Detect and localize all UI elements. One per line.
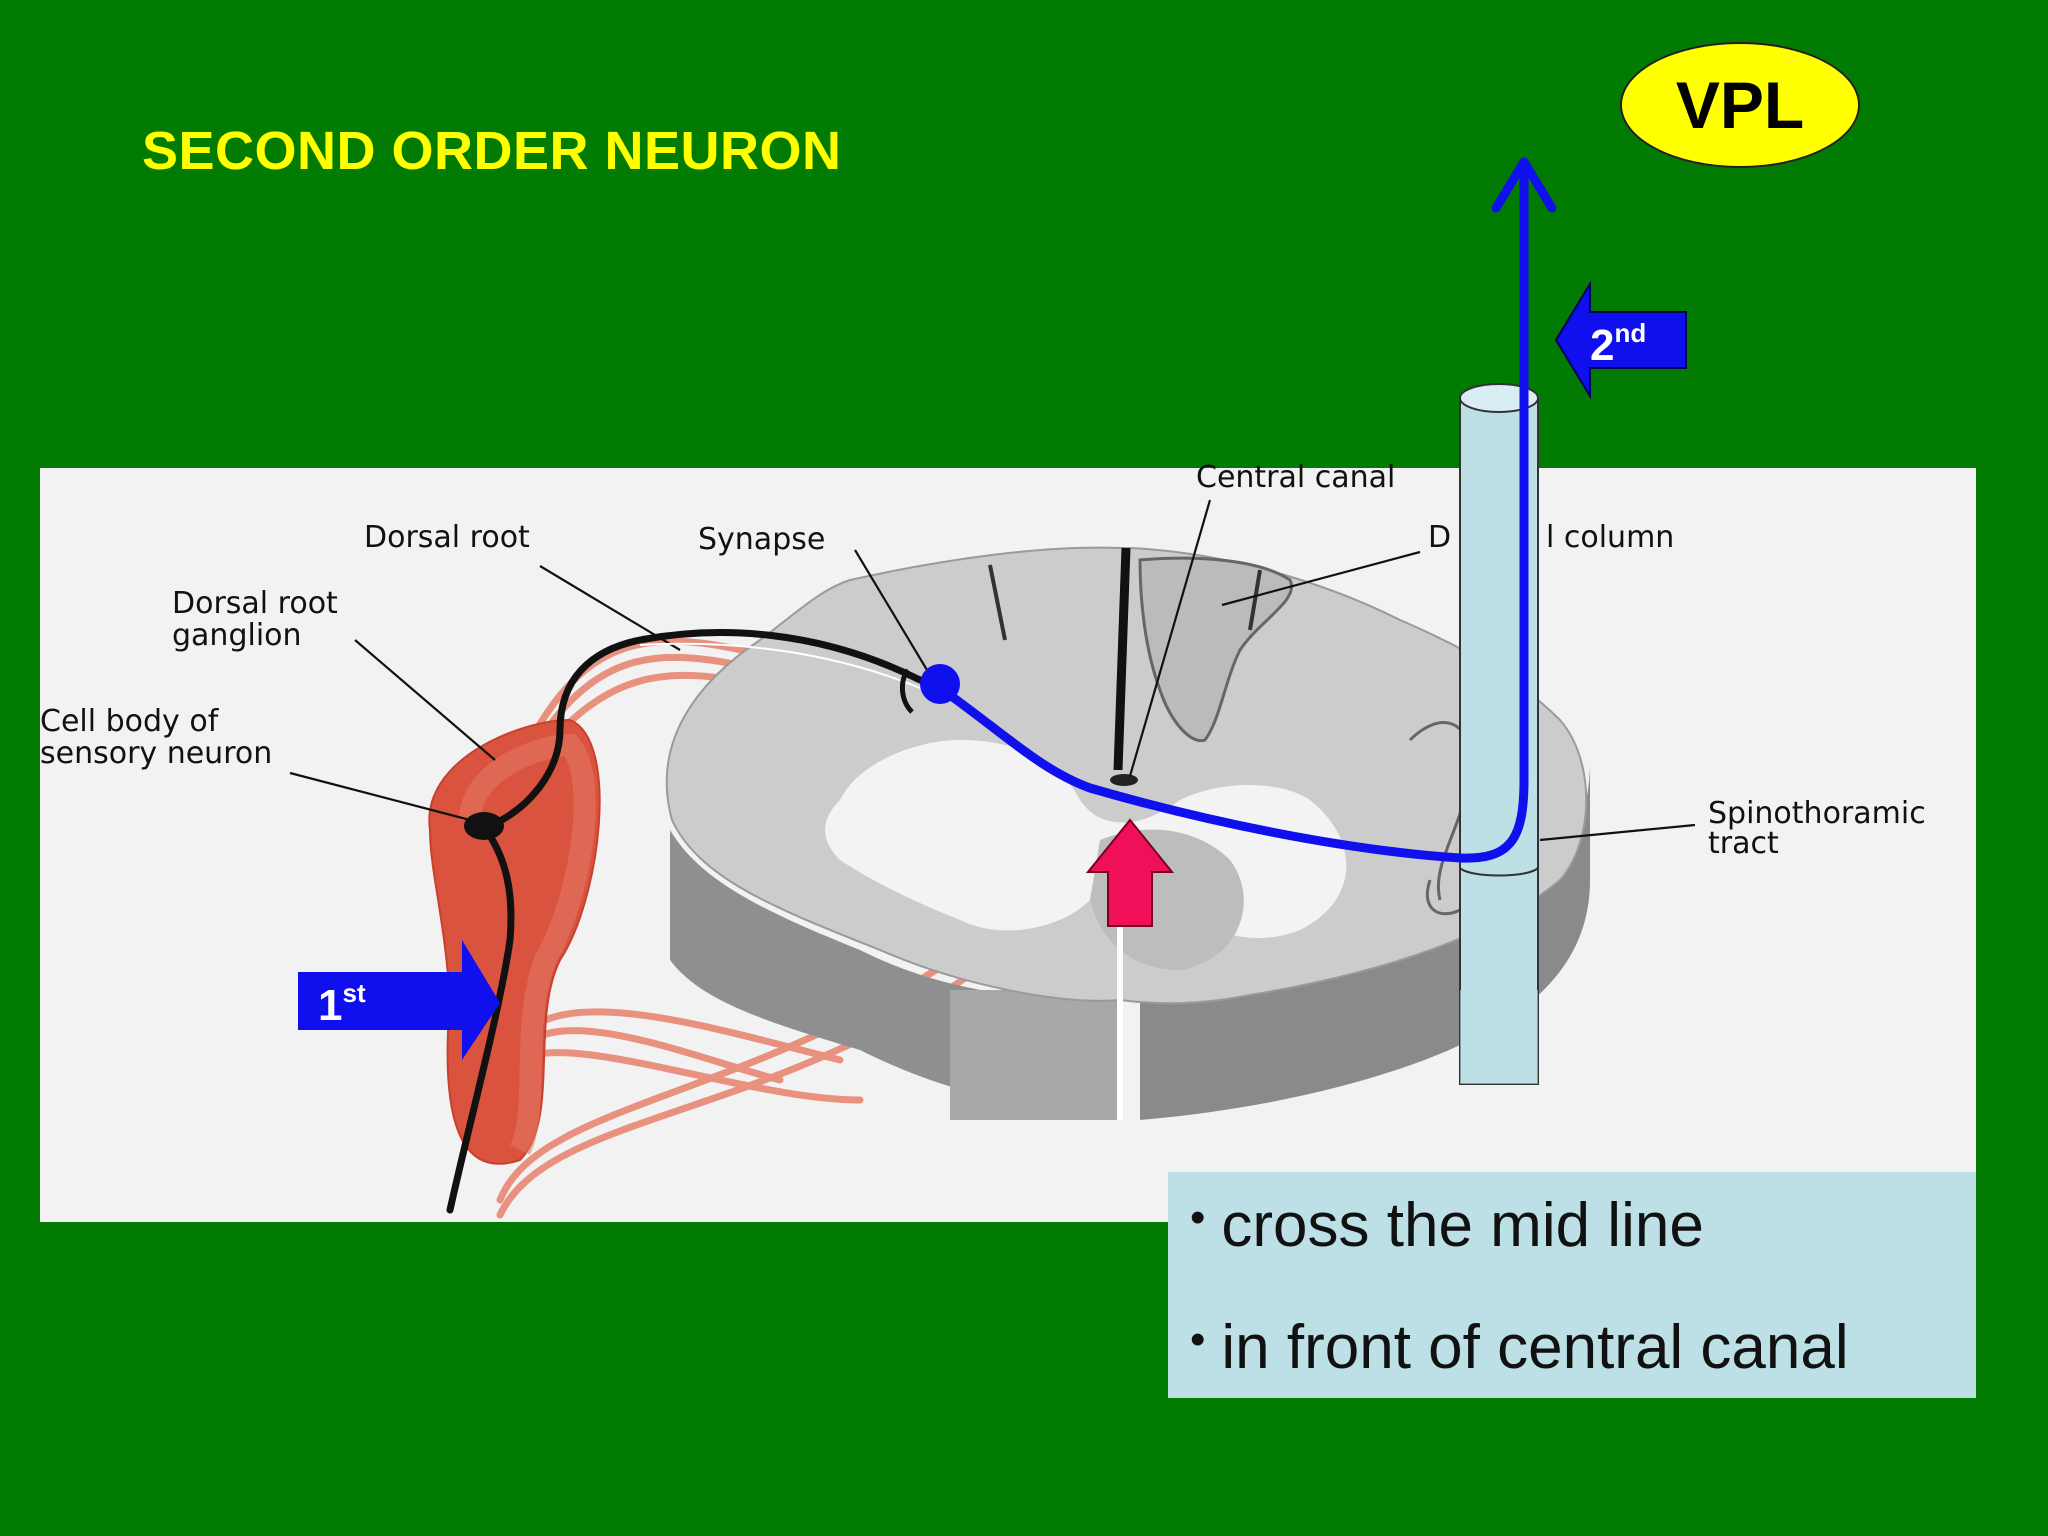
first-order-arrow-icon	[298, 940, 500, 1060]
label-ganglion-line-1: Dorsal root	[172, 586, 338, 621]
midline-arrow-icon	[1085, 818, 1175, 927]
second-order-pathway	[935, 157, 1557, 863]
synapse-icon	[920, 664, 960, 704]
label-spinothalamic-line-1: Spinothoramic	[1708, 796, 1926, 831]
label-dorsal-root: Dorsal root	[364, 520, 530, 555]
label-ganglion-line-2: ganglion	[172, 618, 302, 653]
label-cell-body-line-1: Cell body of	[40, 704, 219, 739]
notes-box: •cross the mid line •in front of central…	[1168, 1172, 1976, 1398]
label-spinothalamic-line-2: tract	[1708, 826, 1779, 861]
vpl-label: VPL	[1675, 68, 1805, 142]
second-order-arrow-icon	[1554, 280, 1687, 400]
first-order-label: 1st	[318, 978, 366, 1030]
label-synapse: Synapse	[698, 522, 826, 557]
slide-title: SECOND ORDER NEURON	[142, 121, 842, 181]
bullet-item: •in front of central canal	[1190, 1313, 1849, 1382]
label-dorsal-column-b: l column	[1546, 520, 1675, 555]
label-central-canal: Central canal	[1196, 460, 1396, 495]
label-cell-body-line-2: sensory neuron	[40, 736, 273, 771]
bullet-item: •cross the mid line	[1190, 1191, 1704, 1260]
vpl-destination: VPL	[1620, 42, 1860, 168]
second-order-label: 2nd	[1590, 318, 1647, 370]
spinal-cord	[665, 546, 1590, 1120]
central-canal	[1110, 774, 1138, 786]
cell-body-icon	[464, 812, 504, 840]
first-order-neuron	[446, 629, 924, 1214]
label-dorsal-column-a: D	[1428, 520, 1452, 555]
